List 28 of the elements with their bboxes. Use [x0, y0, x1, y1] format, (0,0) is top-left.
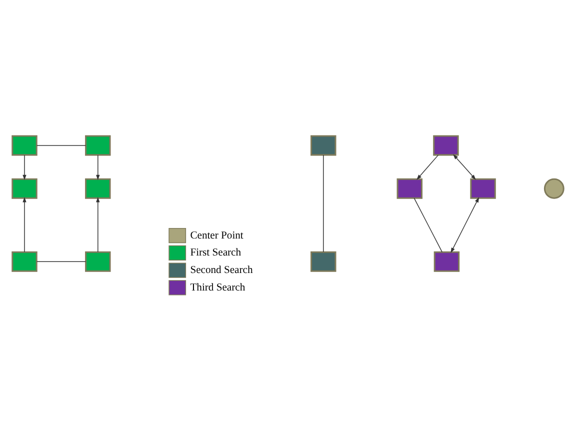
node-box — [85, 178, 111, 199]
node-box — [470, 178, 496, 199]
node-box — [396, 178, 422, 199]
legend-label: Second Search — [190, 265, 253, 276]
connector — [36, 261, 86, 262]
arrow — [416, 154, 439, 180]
legend-label: First Search — [190, 248, 242, 259]
connector — [323, 154, 324, 252]
arrow — [96, 154, 100, 180]
node-box — [434, 251, 460, 272]
arrow — [22, 197, 26, 252]
arrow — [22, 154, 26, 180]
arrow — [453, 154, 476, 180]
node-box — [433, 135, 459, 156]
node-box — [85, 251, 111, 272]
node-box — [85, 135, 111, 156]
node-box — [12, 251, 38, 272]
node-box — [12, 178, 38, 199]
node-circle — [544, 178, 564, 199]
connector — [414, 198, 442, 252]
connector — [36, 145, 86, 146]
node-box — [12, 135, 38, 156]
arrow — [450, 197, 480, 254]
node-box — [310, 251, 336, 272]
legend-label: Third Search — [190, 282, 246, 294]
arrow — [96, 197, 100, 252]
node-box — [310, 135, 336, 156]
legend-label: Center Point — [190, 230, 244, 242]
